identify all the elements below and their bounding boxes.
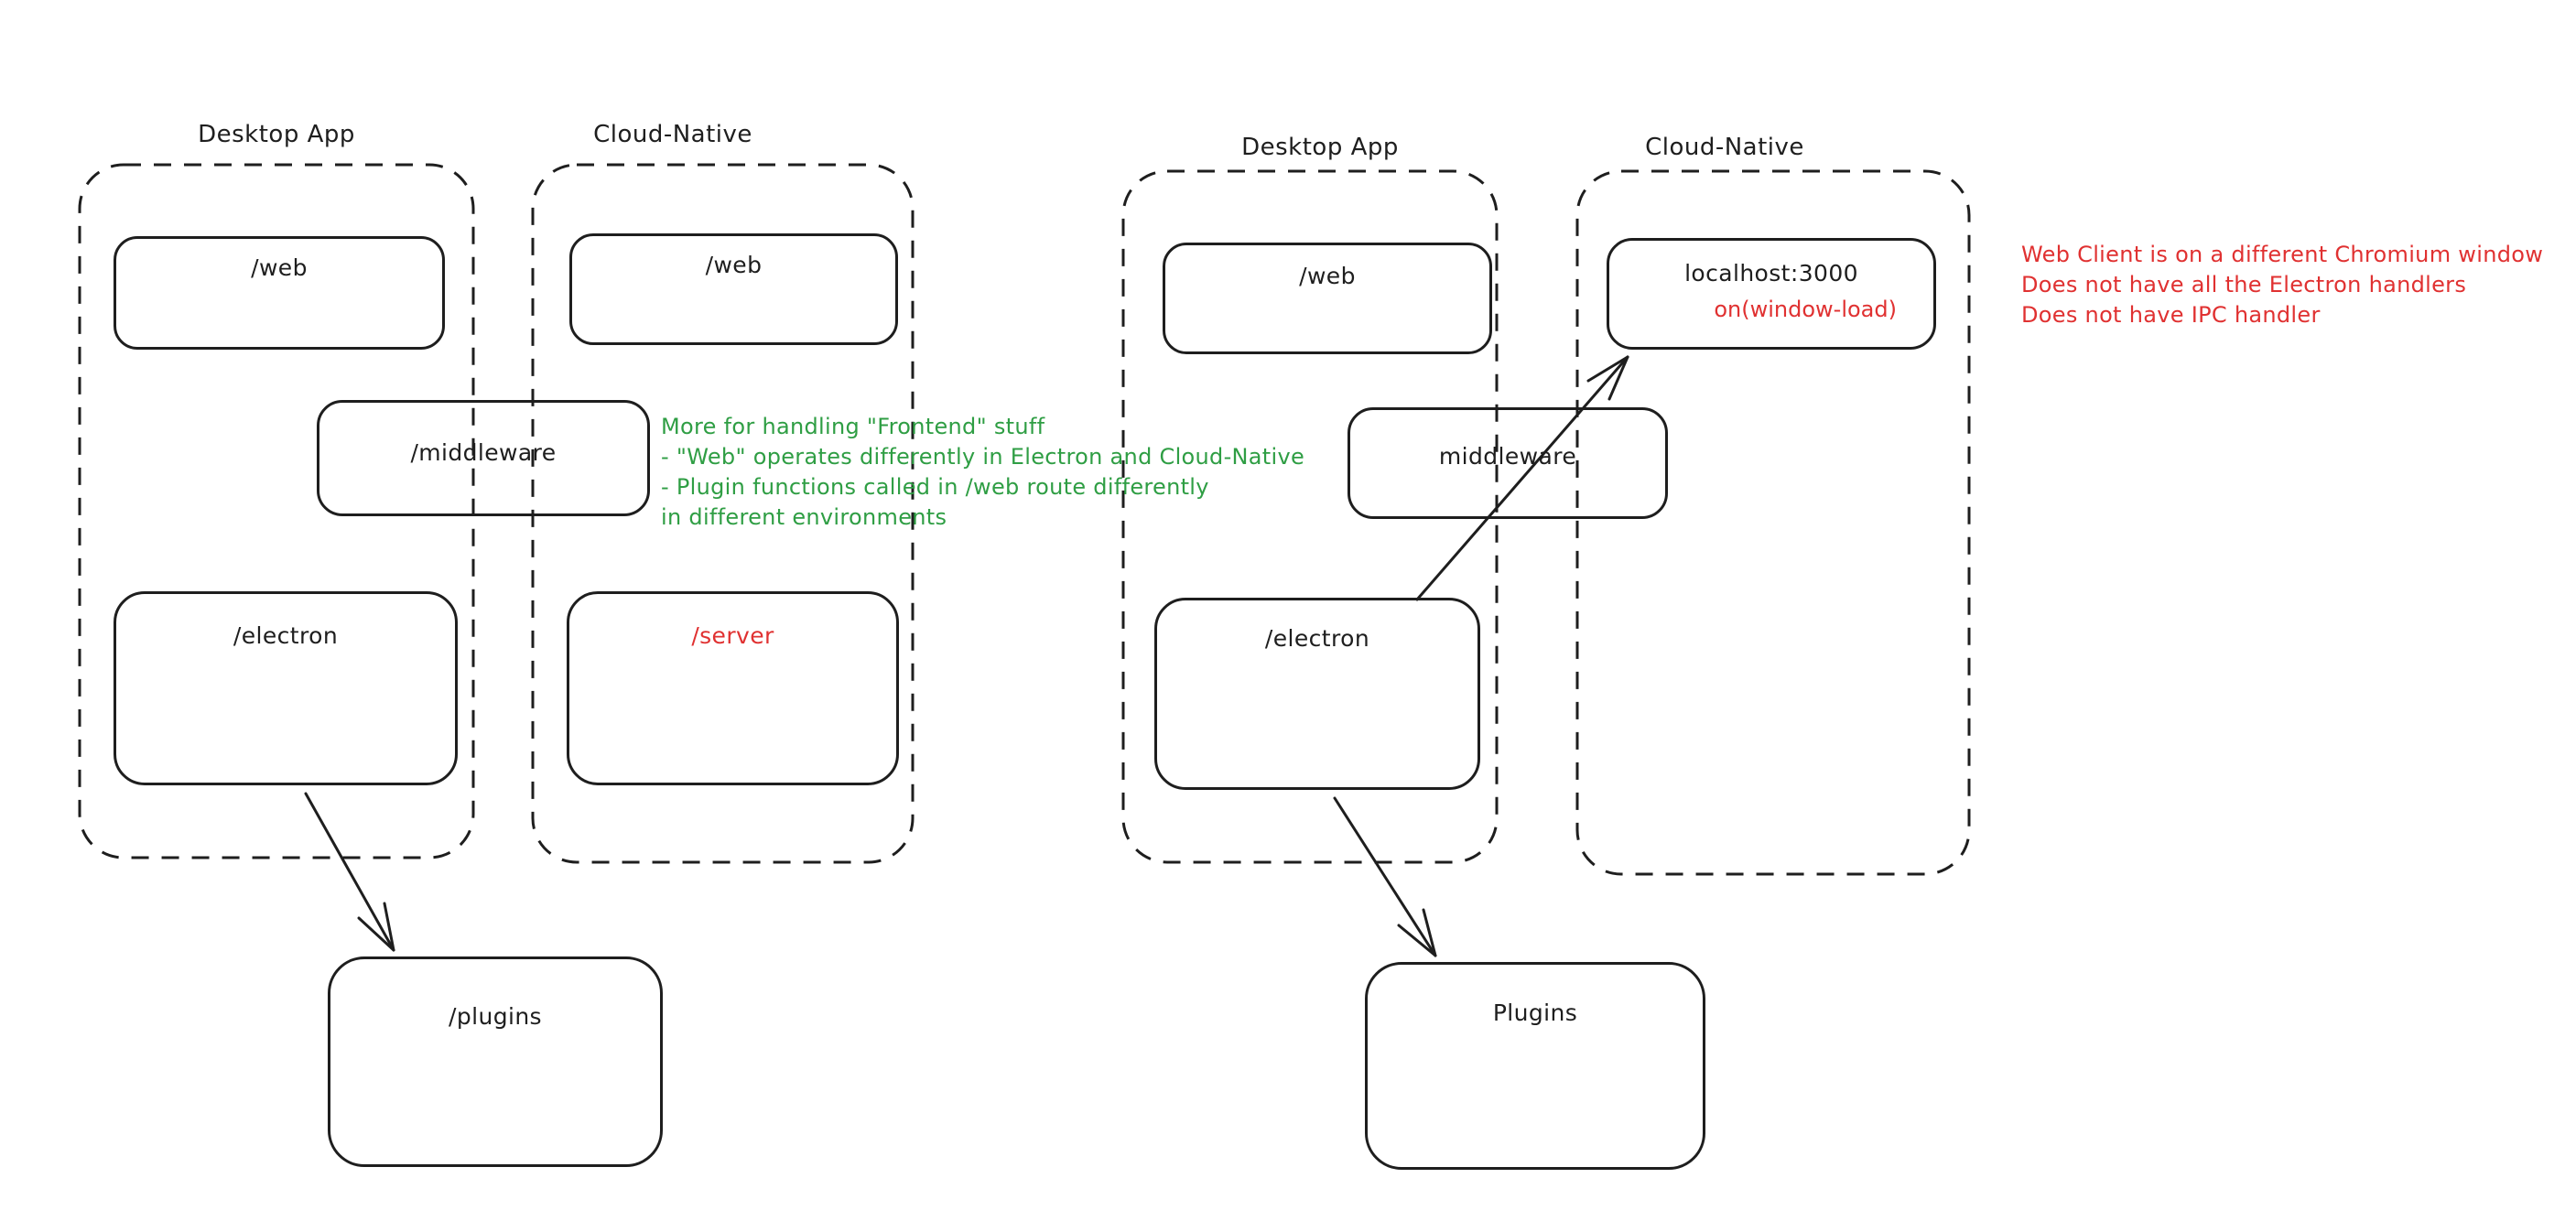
red-annotation: Web Client is on a different Chromium wi… [2021, 240, 2543, 330]
right-electron-box: /electron [1154, 598, 1480, 790]
left-electron-box: /electron [114, 591, 458, 785]
left-plugins-label: /plugins [449, 1003, 542, 1030]
green-annotation-line-1: More for handling "Frontend" stuff [661, 414, 1045, 439]
left-web-desktop-label: /web [251, 254, 308, 281]
left-middleware-box: /middleware [317, 400, 650, 516]
red-annotation-line-1: Web Client is on a different Chromium wi… [2021, 242, 2544, 267]
right-middleware-box: middleware [1348, 407, 1668, 519]
green-annotation-line-3: - Plugin functions called in /web route … [661, 474, 1209, 500]
right-cloud-native-container [1575, 169, 1971, 876]
right-electron-label: /electron [1264, 625, 1370, 652]
left-web-cloud-box: /web [569, 233, 898, 345]
left-middleware-label: /middleware [410, 439, 557, 466]
arrow-right-electron-to-plugins [1333, 796, 1437, 957]
left-server-label: /server [691, 622, 774, 649]
right-plugins-label: Plugins [1492, 1000, 1578, 1026]
arrow-left-electron-to-plugins [304, 792, 395, 952]
right-desktop-app-title: Desktop App [1241, 134, 1399, 161]
green-annotation-line-4: in different environments [661, 504, 947, 530]
arrow-right-electron-to-localhost [1415, 355, 1629, 601]
right-cloud-native-title: Cloud-Native [1645, 134, 1804, 161]
red-annotation-line-2: Does not have all the Electron handlers [2021, 272, 2467, 297]
left-cloud-native-title: Cloud-Native [593, 121, 752, 148]
left-desktop-app-container [78, 163, 475, 859]
right-localhost-box: localhost:3000 on(window-load) [1607, 238, 1936, 350]
left-server-box: /server [567, 591, 899, 785]
right-localhost-label: localhost:3000 [1684, 260, 1858, 286]
right-middleware-label: middleware [1438, 443, 1577, 470]
left-plugins-box: /plugins [328, 956, 663, 1167]
right-web-box: /web [1163, 243, 1492, 354]
green-annotation: More for handling "Frontend" stuff - "We… [661, 412, 1304, 533]
right-plugins-box: Plugins [1365, 962, 1705, 1170]
right-web-label: /web [1299, 263, 1356, 289]
left-desktop-app-title: Desktop App [198, 121, 355, 148]
green-annotation-line-2: - "Web" operates differently in Electron… [661, 444, 1305, 470]
left-electron-label: /electron [233, 622, 339, 649]
right-window-load-label: on(window-load) [1714, 297, 1897, 322]
left-web-cloud-label: /web [705, 252, 763, 278]
red-annotation-line-3: Does not have IPC handler [2021, 302, 2321, 328]
left-web-desktop-box: /web [114, 236, 445, 350]
